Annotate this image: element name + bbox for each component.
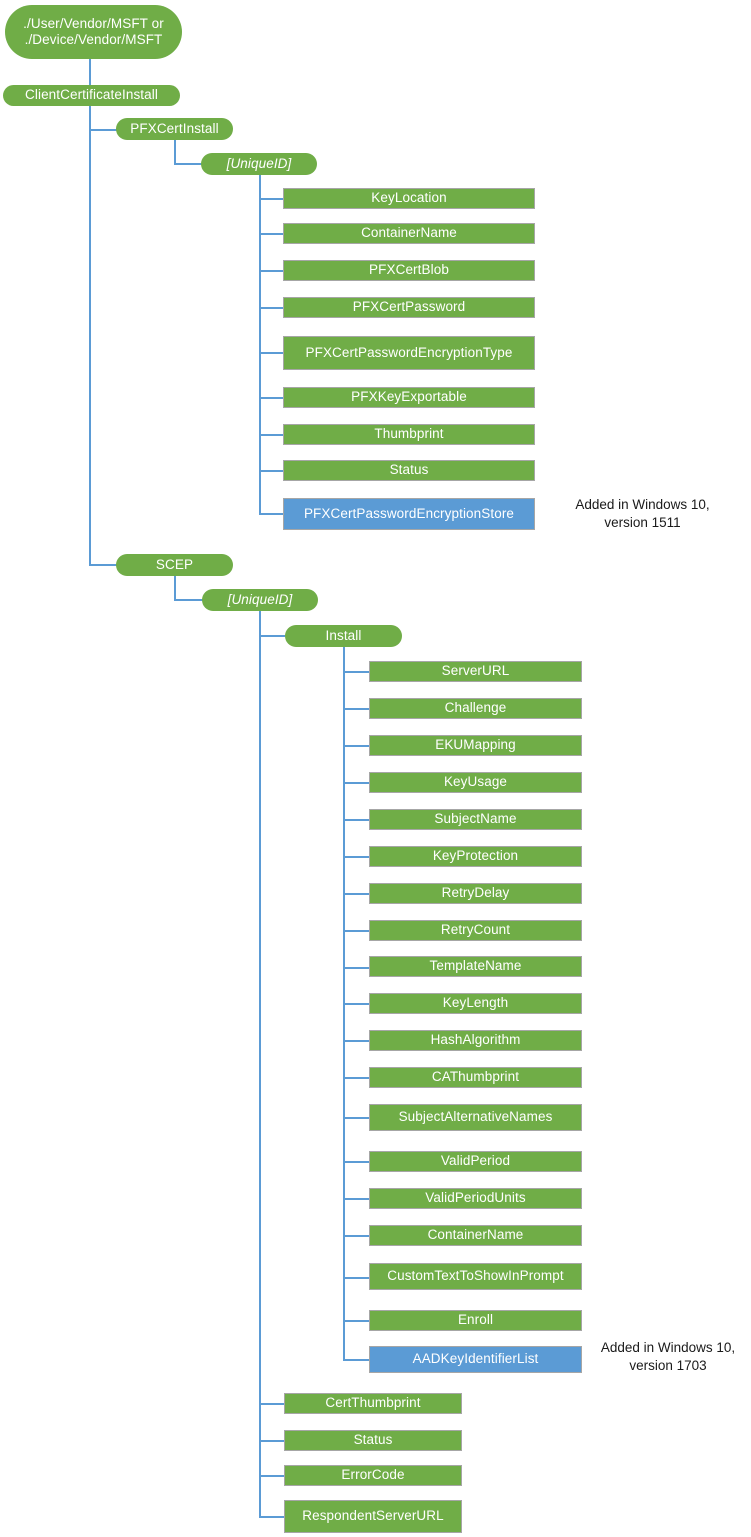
connector-pfx-leaf-3	[259, 307, 283, 309]
node-pfx-leaf-pfxcertpassword[interactable]: PFXCertPassword	[283, 297, 535, 318]
connector-install-leaf-18	[343, 1359, 369, 1361]
connector-scep-to-uniqueid-h	[174, 599, 203, 601]
connector-install-leaf-5	[343, 856, 369, 858]
connector-pfx-leaf-8	[259, 513, 283, 515]
node-root[interactable]: ./User/Vendor/MSFT or ./Device/Vendor/MS…	[5, 5, 182, 59]
connector-scep-status-leaf-0	[259, 1403, 284, 1405]
node-install-leaf-validperiodunits[interactable]: ValidPeriodUnits	[369, 1188, 582, 1209]
connector-pfx-leaf-0	[259, 198, 283, 200]
node-pfx-leaf-status[interactable]: Status	[283, 460, 535, 481]
connector-pfx-uniqueid-trunk	[259, 175, 261, 514]
node-pfx-unique-id[interactable]: [UniqueID]	[201, 153, 317, 175]
connector-level1-to-scep	[89, 564, 118, 566]
connector-install-leaf-1	[343, 708, 369, 710]
node-install-leaf-retrycount[interactable]: RetryCount	[369, 920, 582, 941]
node-install-leaf-subjectalternativenames[interactable]: SubjectAlternativeNames	[369, 1104, 582, 1131]
connector-install-leaf-13	[343, 1161, 369, 1163]
node-pfx-leaf-pfxcertblob[interactable]: PFXCertBlob	[283, 260, 535, 281]
node-install-leaf-keyusage[interactable]: KeyUsage	[369, 772, 582, 793]
node-install-leaf-ekumapping[interactable]: EKUMapping	[369, 735, 582, 756]
connector-install-leaf-2	[343, 745, 369, 747]
node-pfx-leaf-keylocation[interactable]: KeyLocation	[283, 188, 535, 209]
node-scep-install[interactable]: Install	[285, 625, 402, 647]
connector-pfx-leaf-7	[259, 470, 283, 472]
node-install-leaf-containername[interactable]: ContainerName	[369, 1225, 582, 1246]
connector-install-leaf-6	[343, 893, 369, 895]
connector-scep-status-leaf-2	[259, 1475, 284, 1477]
connector-pfx-leaf-2	[259, 270, 283, 272]
node-install-leaf-validperiod[interactable]: ValidPeriod	[369, 1151, 582, 1172]
connector-install-leaf-15	[343, 1235, 369, 1237]
node-install-leaf-templatename[interactable]: TemplateName	[369, 956, 582, 977]
node-install-leaf-challenge[interactable]: Challenge	[369, 698, 582, 719]
node-install-leaf-keylength[interactable]: KeyLength	[369, 993, 582, 1014]
node-scep-leaf-certthumbprint[interactable]: CertThumbprint	[284, 1393, 462, 1414]
connector-scep-uniqueid-trunk	[259, 611, 261, 1518]
node-scep-leaf-respondentserverurl[interactable]: RespondentServerURL	[284, 1500, 462, 1533]
connector-install-leaf-10	[343, 1040, 369, 1042]
connector-level1-to-pfx	[89, 129, 118, 131]
node-pfx-leaf-pfxcertpasswordencryptiontype[interactable]: PFXCertPasswordEncryptionType	[283, 336, 535, 370]
connector-root-to-level1	[89, 59, 91, 86]
connector-install-leaf-14	[343, 1198, 369, 1200]
node-install-leaf-aadkeyidentifierlist[interactable]: AADKeyIdentifierList	[369, 1346, 582, 1373]
connector-install-leaf-11	[343, 1077, 369, 1079]
node-scep[interactable]: SCEP	[116, 554, 233, 576]
connector-install-leaf-7	[343, 930, 369, 932]
connector-pfx-leaf-4	[259, 352, 283, 354]
annotation-pfx-added-version: Added in Windows 10, version 1511	[575, 497, 710, 531]
node-install-leaf-keyprotection[interactable]: KeyProtection	[369, 846, 582, 867]
connector-scep-to-install	[259, 635, 285, 637]
node-pfx-leaf-pfxkeyexportable[interactable]: PFXKeyExportable	[283, 387, 535, 408]
node-install-leaf-hashalgorithm[interactable]: HashAlgorithm	[369, 1030, 582, 1051]
connector-pfx-to-uniqueid-v	[174, 140, 176, 164]
connector-pfx-leaf-5	[259, 397, 283, 399]
annotation-scep-added-version: Added in Windows 10, version 1703	[600, 1340, 736, 1374]
node-pfx-cert-install[interactable]: PFXCertInstall	[116, 118, 233, 140]
node-install-leaf-retrydelay[interactable]: RetryDelay	[369, 883, 582, 904]
node-scep-leaf-errorcode[interactable]: ErrorCode	[284, 1465, 462, 1486]
node-pfx-leaf-thumbprint[interactable]: Thumbprint	[283, 424, 535, 445]
connector-pfx-leaf-6	[259, 434, 283, 436]
node-install-leaf-customtexttoshowinprompt[interactable]: CustomTextToShowInPrompt	[369, 1263, 582, 1290]
node-install-leaf-subjectname[interactable]: SubjectName	[369, 809, 582, 830]
node-pfx-leaf-pfxcertpasswordencryptionstore[interactable]: PFXCertPasswordEncryptionStore	[283, 498, 535, 530]
node-install-leaf-cathumbprint[interactable]: CAThumbprint	[369, 1067, 582, 1088]
node-install-leaf-serverurl[interactable]: ServerURL	[369, 661, 582, 682]
connector-install-leaf-12	[343, 1117, 369, 1119]
node-pfx-leaf-containername[interactable]: ContainerName	[283, 223, 535, 244]
connector-install-leaf-17	[343, 1320, 369, 1322]
connector-install-leaf-16	[343, 1277, 369, 1279]
connector-pfx-leaf-1	[259, 233, 283, 235]
connector-scep-to-uniqueid-v	[174, 576, 176, 600]
connector-install-leaf-4	[343, 819, 369, 821]
connector-install-leaf-9	[343, 1003, 369, 1005]
connector-level1-trunk	[89, 106, 91, 566]
connector-scep-status-leaf-3	[259, 1516, 284, 1518]
connector-pfx-to-uniqueid-h	[174, 163, 202, 165]
node-install-leaf-enroll[interactable]: Enroll	[369, 1310, 582, 1331]
connector-scep-status-leaf-1	[259, 1440, 284, 1442]
node-scep-unique-id[interactable]: [UniqueID]	[202, 589, 318, 611]
node-scep-leaf-status[interactable]: Status	[284, 1430, 462, 1451]
connector-install-leaf-3	[343, 782, 369, 784]
connector-install-leaf-8	[343, 967, 369, 969]
connector-install-leaf-0	[343, 671, 369, 673]
node-client-certificate-install[interactable]: ClientCertificateInstall	[3, 85, 180, 106]
